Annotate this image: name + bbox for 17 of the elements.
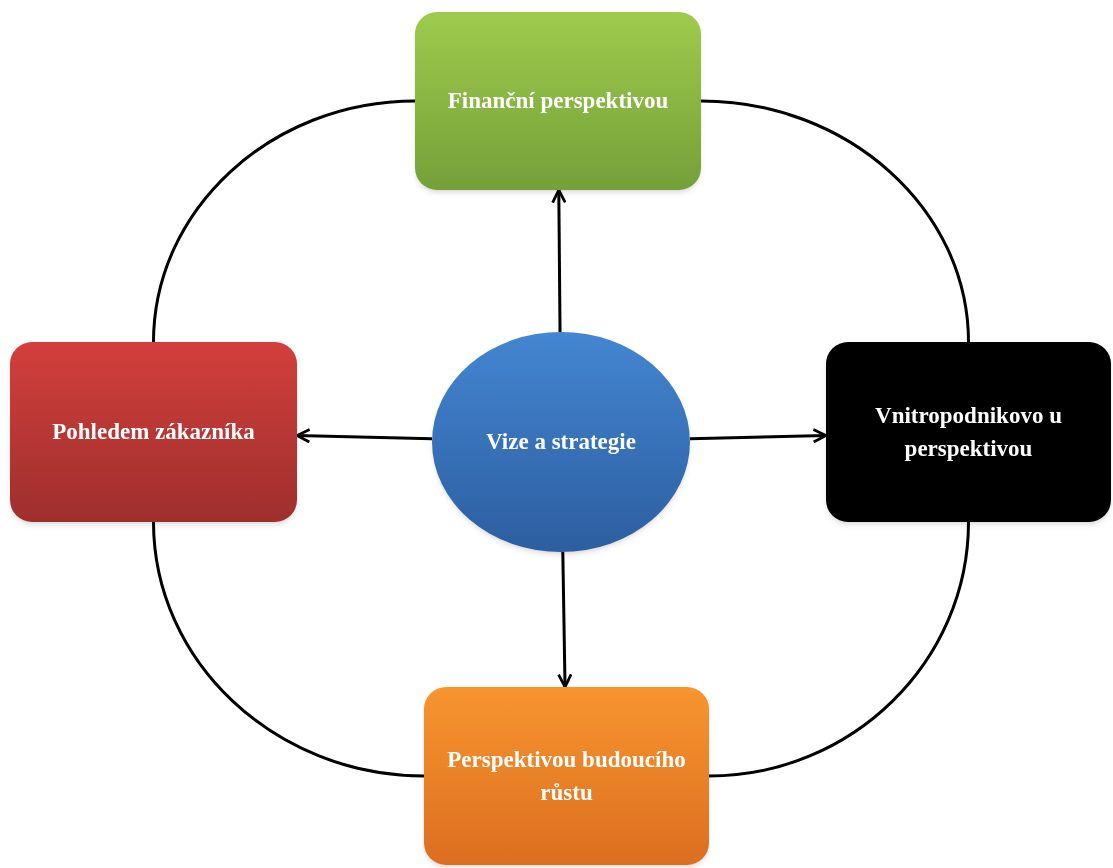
perspective-box xyxy=(424,687,709,865)
node-label: Vnitropodnikovo u perspektivou xyxy=(874,401,1063,463)
node-label: Finanční perspektivou xyxy=(447,87,669,116)
curved-connector xyxy=(152,521,425,778)
curved-connector xyxy=(152,99,416,343)
perspective-box xyxy=(826,342,1111,522)
node-label: Perspektivou budoucího růstu xyxy=(446,745,687,807)
arrow xyxy=(689,428,828,444)
node-label: Vize a strategie xyxy=(486,428,636,457)
arrow xyxy=(295,428,433,444)
node-label: Pohledem zákazníka xyxy=(52,418,255,447)
curved-connector xyxy=(700,99,970,343)
perspective-box xyxy=(415,12,701,190)
perspective-box xyxy=(10,342,297,522)
curved-connector xyxy=(708,521,970,778)
arrow xyxy=(551,188,567,332)
arrow xyxy=(557,551,573,689)
